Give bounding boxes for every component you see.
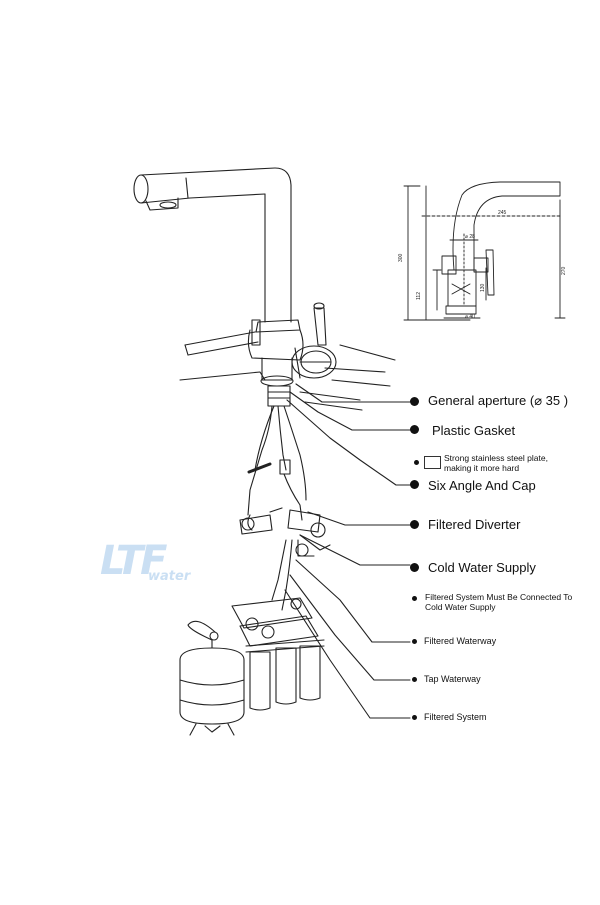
- dim-body-height: 112: [416, 292, 422, 300]
- faucet-spout: [133, 167, 292, 323]
- label-general-aperture: General aperture (⌀ 35 ): [428, 393, 569, 408]
- label-filtered-diverter: Filtered Diverter: [428, 517, 521, 532]
- leader-lines: [284, 383, 411, 719]
- hoses: [247, 385, 307, 611]
- bullet-six-angle: [410, 480, 419, 489]
- bullet-filtered-waterway: [412, 639, 417, 644]
- dim-spout-height: 270: [561, 266, 567, 275]
- label-six-angle-cap: Six Angle And Cap: [428, 478, 536, 493]
- label-tap-waterway: Tap Waterway: [424, 674, 481, 684]
- faucet-body: [247, 302, 337, 387]
- dim-reach: 245: [498, 210, 507, 216]
- dimension-drawing: [403, 181, 566, 321]
- logo-main: LTF: [100, 538, 168, 584]
- steel-plate-icon: [424, 456, 441, 469]
- bullet-plastic-gasket: [410, 425, 419, 434]
- dim-handle-height: 130: [480, 283, 486, 292]
- label-plastic-gasket: Plastic Gasket: [432, 423, 516, 438]
- dim-spout-width: ⌀ 28: [465, 234, 475, 240]
- bullet-cold-water: [410, 563, 419, 572]
- label-steel-plate: Strong stainless steel plate, making it …: [444, 453, 548, 473]
- marker-arrow: [247, 462, 272, 474]
- bullet-filtered-diverter: [410, 520, 419, 529]
- label-cold-water-supply: Cold Water Supply: [428, 560, 536, 575]
- label-filtered-system: Filtered System: [424, 712, 487, 722]
- logo-sub: water: [148, 569, 191, 584]
- dim-total-height: 300: [398, 253, 404, 262]
- ro-filter-system: [179, 597, 325, 736]
- label-filtered-waterway: Filtered Waterway: [424, 636, 497, 646]
- bullet-filtered-system: [412, 715, 417, 720]
- bullet-tap-waterway: [412, 677, 417, 682]
- label-connection-note: Filtered System Must Be Connected To Col…: [425, 592, 573, 612]
- bullet-general-aperture: [410, 397, 419, 406]
- bullet-steel-plate: [414, 460, 419, 465]
- angle-valves: [239, 507, 331, 557]
- ltf-water-logo: LTF water: [100, 538, 205, 593]
- dim-base-diameter: ⌀ 40: [465, 314, 475, 320]
- bullet-connection-note: [412, 596, 417, 601]
